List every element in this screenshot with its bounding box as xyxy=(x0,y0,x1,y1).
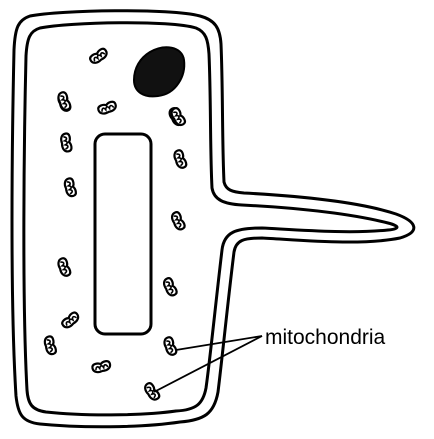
cell-wall-outline xyxy=(12,11,414,427)
mitochondria-label: mitochondria xyxy=(265,326,386,349)
vacuole xyxy=(95,134,151,334)
